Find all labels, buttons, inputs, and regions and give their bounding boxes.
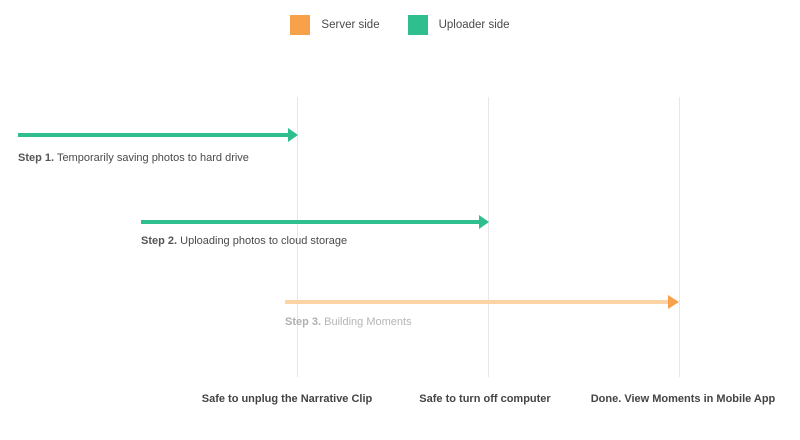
milestone-guide-line-1: [297, 97, 298, 377]
step-3-label: Step 3. Building Moments: [285, 316, 412, 328]
step-1-arrow-track: [18, 133, 290, 137]
step-1-label: Step 1. Temporarily saving photos to har…: [18, 152, 249, 164]
legend-label-server: Server side: [321, 19, 380, 31]
server-side-swatch: [290, 15, 311, 35]
uploader-side-swatch: [407, 15, 428, 35]
legend-item-uploader: Uploader side: [407, 15, 510, 35]
legend-item-server: Server side: [290, 15, 380, 35]
milestone-label-1: Safe to unplug the Narrative Clip: [201, 393, 373, 405]
step-3-arrowhead: [668, 295, 679, 309]
step-2-text: Uploading photos to cloud storage: [180, 235, 348, 247]
milestone-label-3: Done. View Moments in Mobile App: [590, 393, 776, 405]
legend: Server side Uploader side: [0, 15, 800, 35]
step-1-text: Temporarily saving photos to hard drive: [56, 152, 249, 164]
milestone-guide-line-2: [488, 97, 489, 377]
milestone-guide-line-3: [679, 97, 680, 377]
step-3-arrow-track: [285, 300, 671, 304]
step-2-arrowhead: [479, 215, 489, 229]
step-2-label: Step 2. Uploading photos to cloud storag…: [141, 235, 347, 247]
legend-label-uploader: Uploader side: [438, 19, 510, 31]
step-3-text: Building Moments: [324, 316, 412, 328]
step-3-prefix: Step 3.: [285, 316, 322, 328]
step-2-prefix: Step 2.: [141, 235, 178, 247]
step-1-prefix: Step 1.: [18, 152, 55, 164]
step-2-arrow-track: [141, 220, 481, 224]
step-1-arrowhead: [288, 128, 298, 142]
milestone-label-2: Safe to turn off computer: [419, 393, 551, 405]
